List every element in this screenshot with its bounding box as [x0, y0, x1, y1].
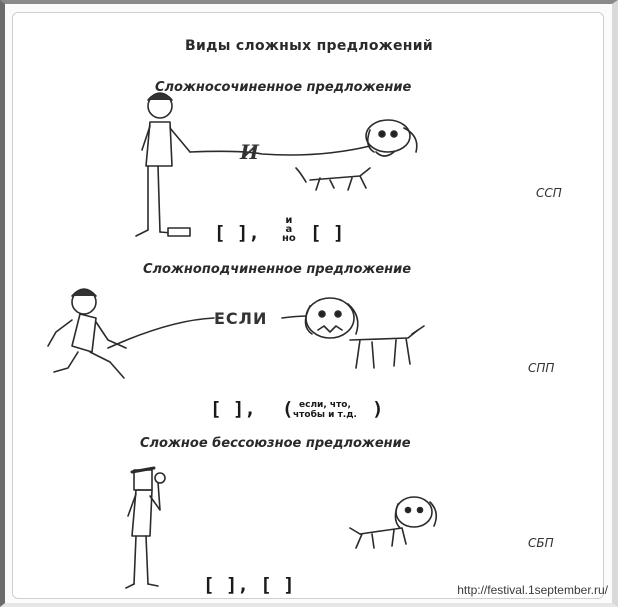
conjunction-i: и — [285, 215, 293, 226]
dog-illustration-3 — [349, 496, 438, 549]
diagram-title: Виды сложных предложений — [185, 38, 433, 54]
scheme-complex-main: [ ], — [210, 398, 256, 420]
section-heading-compound: Сложносочиненное предложение — [155, 80, 412, 95]
connector-word-i: И — [240, 140, 259, 164]
scheme-compound: [ ], — [214, 222, 260, 244]
conjunction-no: но — [282, 233, 296, 244]
connector-word-esli: ЕСЛИ — [214, 309, 268, 328]
running-boy-illustration — [47, 288, 127, 379]
conjunctions-line-2: чтобы и т.д. — [293, 410, 357, 420]
boy-illustration-1 — [135, 92, 191, 237]
abbr-sbp: СБП — [528, 536, 554, 550]
subordinating-conjunctions: если, что, чтобы и т.д. — [293, 400, 357, 420]
conjunction-a: а — [285, 224, 293, 235]
paren-close: ) — [372, 398, 384, 420]
section-heading-complex: Сложноподчиненное предложение — [143, 262, 412, 277]
dog-illustration-1 — [295, 119, 418, 191]
paren-open: ( — [282, 398, 294, 420]
leash-1 — [189, 145, 371, 156]
scheme-left-clause: [ ], — [214, 222, 260, 244]
conjunctions-line-1: если, что, — [299, 400, 351, 410]
scheme-right-clause: [ ] — [310, 222, 345, 244]
section-heading-asyndetic: Сложное бессоюзное предложение — [140, 436, 411, 451]
scheme-asyndetic: [ ], [ ] — [203, 574, 295, 596]
boy-illustration-3 — [125, 466, 166, 589]
conjunction-stack: и а но — [282, 215, 296, 244]
angry-dog-illustration — [304, 297, 425, 369]
abbr-ssp: ССП — [536, 186, 562, 200]
diagram-panel — [12, 12, 604, 599]
leash-2 — [107, 317, 215, 349]
source-url: http://festival.1september.ru/ — [457, 583, 608, 597]
abbr-spp: СПП — [528, 361, 555, 375]
